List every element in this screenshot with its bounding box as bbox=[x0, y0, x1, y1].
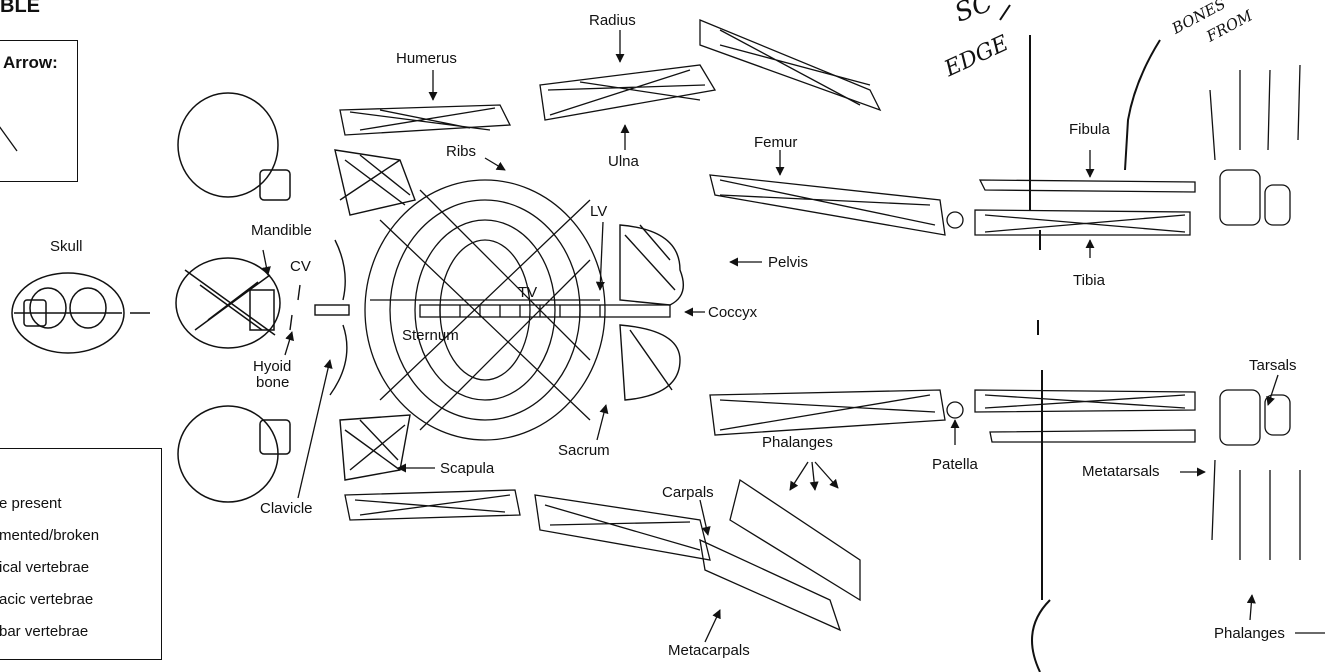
skull-side-views bbox=[176, 93, 290, 502]
legend-item: ical vertebrae bbox=[0, 559, 89, 576]
label-radius: Radius bbox=[589, 12, 636, 29]
label-hyoid: Hyoid bbox=[253, 358, 291, 375]
edge-markings bbox=[1000, 5, 1160, 672]
label-phalanges-foot: Phalanges bbox=[1214, 625, 1285, 642]
lower-leg-bones bbox=[975, 180, 1195, 442]
label-ulna: Ulna bbox=[608, 153, 639, 170]
label-phalanges-hand: Phalanges bbox=[762, 434, 833, 451]
label-ribs: Ribs bbox=[446, 143, 476, 160]
legend-item: acic vertebrae bbox=[0, 591, 93, 608]
label-tarsals: Tarsals bbox=[1249, 357, 1297, 374]
arrow-box: Arrow: bbox=[0, 40, 78, 182]
label-coccyx: Coccyx bbox=[708, 304, 757, 321]
label-metatarsals: Metatarsals bbox=[1082, 463, 1160, 480]
legend-item: e present bbox=[0, 495, 62, 512]
label-sternum: Sternum bbox=[402, 327, 459, 344]
pelvis bbox=[620, 225, 683, 400]
page-title-fragment: BLE bbox=[0, 0, 40, 15]
ribcage bbox=[365, 180, 605, 440]
label-scapula: Scapula bbox=[440, 460, 494, 477]
label-fibula: Fibula bbox=[1069, 121, 1110, 138]
label-pelvis: Pelvis bbox=[768, 254, 808, 271]
label-patella: Patella bbox=[932, 456, 978, 473]
label-tibia: Tibia bbox=[1073, 272, 1105, 289]
north-arrow-icon bbox=[0, 121, 39, 161]
label-tv: TV bbox=[518, 284, 537, 301]
label-cv: CV bbox=[290, 258, 311, 275]
label-humerus: Humerus bbox=[396, 50, 457, 67]
label-hyoid-bone: bone bbox=[256, 374, 289, 391]
legend-item: bar vertebrae bbox=[0, 623, 88, 640]
lower-arm-bones bbox=[345, 480, 860, 630]
label-lv: LV bbox=[590, 203, 607, 220]
legend-box: e present mented/broken ical vertebrae a… bbox=[0, 448, 162, 660]
label-clavicle: Clavicle bbox=[260, 500, 313, 517]
label-skull: Skull bbox=[50, 238, 83, 255]
label-metacarpals: Metacarpals bbox=[668, 642, 750, 659]
label-femur: Femur bbox=[754, 134, 797, 151]
legend-item: mented/broken bbox=[0, 527, 99, 544]
arrow-box-label: Arrow: bbox=[3, 53, 58, 73]
feet bbox=[1210, 65, 1300, 560]
skull-top-view bbox=[12, 273, 150, 353]
label-carpals: Carpals bbox=[662, 484, 714, 501]
label-sacrum: Sacrum bbox=[558, 442, 610, 459]
label-mandible: Mandible bbox=[251, 222, 312, 239]
upper-arm-bones bbox=[340, 20, 880, 135]
